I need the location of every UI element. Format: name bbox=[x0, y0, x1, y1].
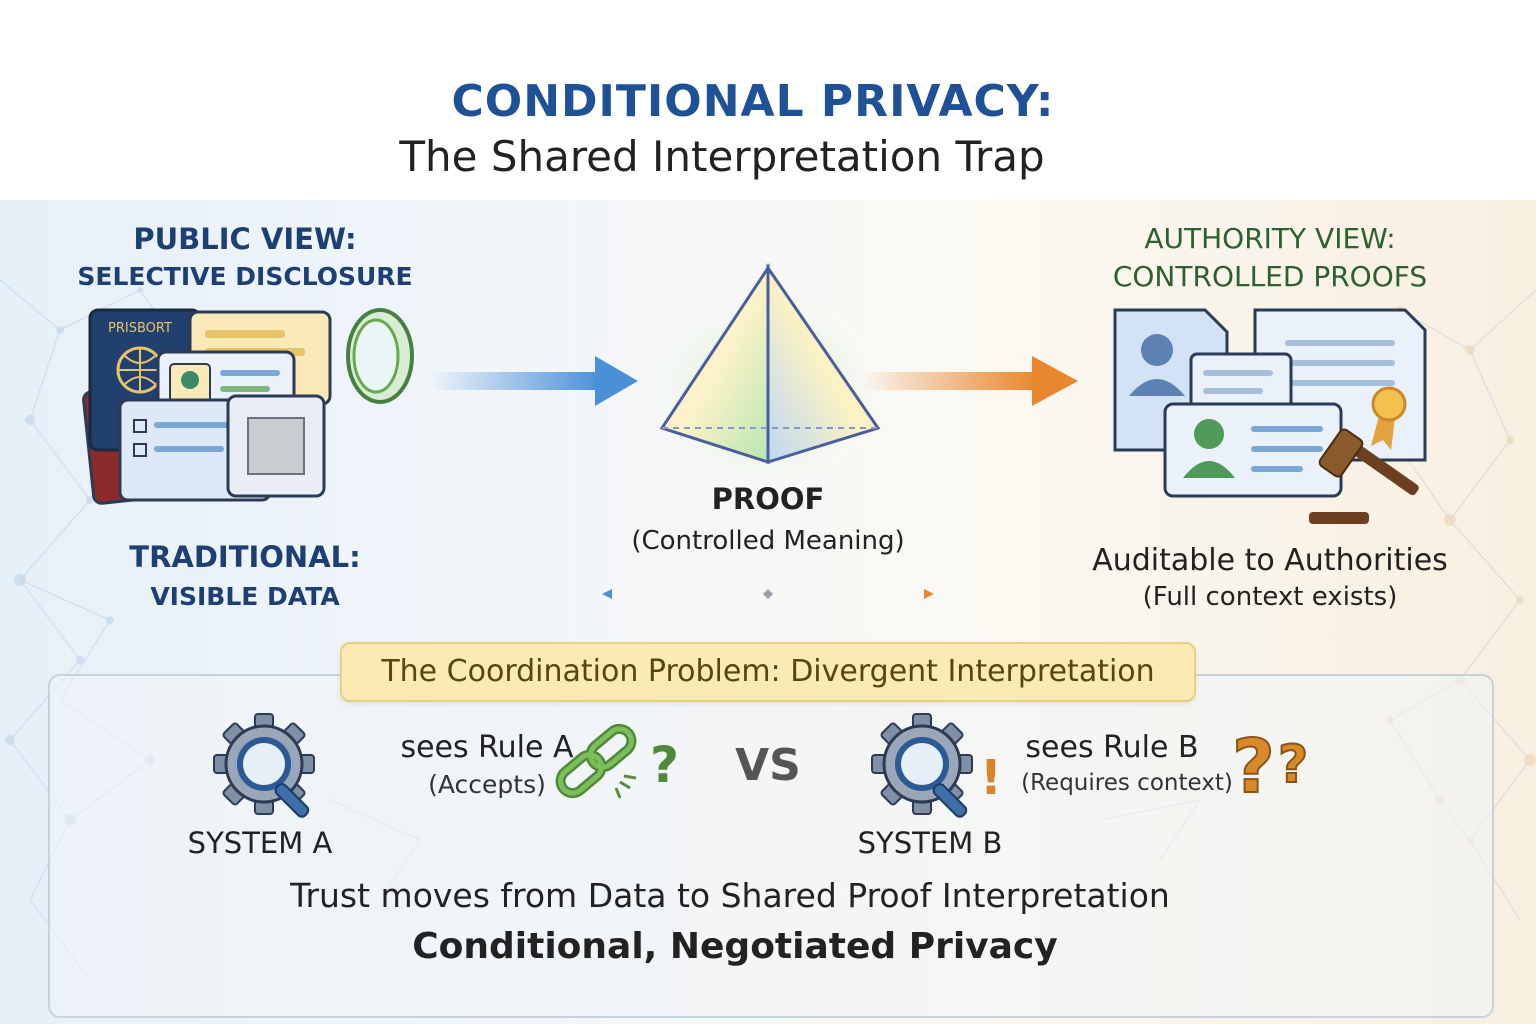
question-icon: ? bbox=[650, 736, 679, 794]
system-b-rule: sees Rule B bbox=[1025, 730, 1199, 765]
coordination-banner: The Coordination Problem: Divergent Inte… bbox=[340, 642, 1196, 702]
gear-magnifier-icon: ! bbox=[871, 713, 1002, 818]
proof-sublabel: (Controlled Meaning) bbox=[631, 526, 905, 556]
system-b-label: SYSTEM B bbox=[857, 826, 1003, 860]
proof-label: PROOF bbox=[711, 482, 825, 516]
system-a-rule: sees Rule A bbox=[400, 730, 574, 765]
public-view-title: PUBLIC VIEW: bbox=[133, 222, 357, 256]
prism-icon bbox=[648, 263, 888, 480]
gavel-icon bbox=[1309, 428, 1419, 524]
exclamation-icon: ! bbox=[980, 750, 1002, 806]
gear-magnifier-icon bbox=[213, 713, 315, 818]
auditable-title: Auditable to Authorities bbox=[1092, 543, 1448, 578]
arrow-to-proof bbox=[430, 356, 638, 406]
magnifier-icon bbox=[346, 308, 414, 404]
traditional-title: TRADITIONAL: bbox=[129, 540, 361, 574]
identity-documents-illustration: PRISBORT bbox=[82, 308, 414, 505]
interpretation-range-arrow bbox=[602, 589, 934, 599]
svg-text:?: ? bbox=[1278, 735, 1308, 795]
footer-conclusion: Conditional, Negotiated Privacy bbox=[412, 926, 1058, 967]
versus-label: VS bbox=[735, 740, 801, 791]
broken-link-icon: ? bbox=[555, 723, 679, 799]
id-card-icon bbox=[1163, 402, 1343, 498]
svg-text:?: ? bbox=[1232, 724, 1275, 806]
authority-view-title: AUTHORITY VIEW: bbox=[1144, 222, 1396, 255]
authority-documents-illustration bbox=[1113, 308, 1427, 524]
public-view-subtitle: SELECTIVE DISCLOSURE bbox=[77, 262, 413, 291]
system-a-label: SYSTEM A bbox=[187, 826, 333, 860]
footer-statement: Trust moves from Data to Shared Proof In… bbox=[290, 876, 1170, 915]
page-subtitle: The Shared Interpretation Trap bbox=[399, 132, 1045, 181]
award-ribbon-icon bbox=[1371, 386, 1407, 450]
system-b-rule-note: (Requires context) bbox=[1021, 770, 1233, 796]
auditable-subtitle: (Full context exists) bbox=[1142, 582, 1398, 612]
arrow-to-authority bbox=[860, 356, 1078, 406]
question-icon: ? ? bbox=[1231, 723, 1309, 806]
authority-view-subtitle: CONTROLLED PROOFS bbox=[1112, 260, 1428, 293]
system-a-rule-note: (Accepts) bbox=[428, 770, 546, 799]
page-title: CONDITIONAL PRIVACY: bbox=[451, 76, 1055, 127]
traditional-subtitle: VISIBLE DATA bbox=[150, 582, 340, 611]
passport-label: PRISBORT bbox=[108, 321, 172, 336]
